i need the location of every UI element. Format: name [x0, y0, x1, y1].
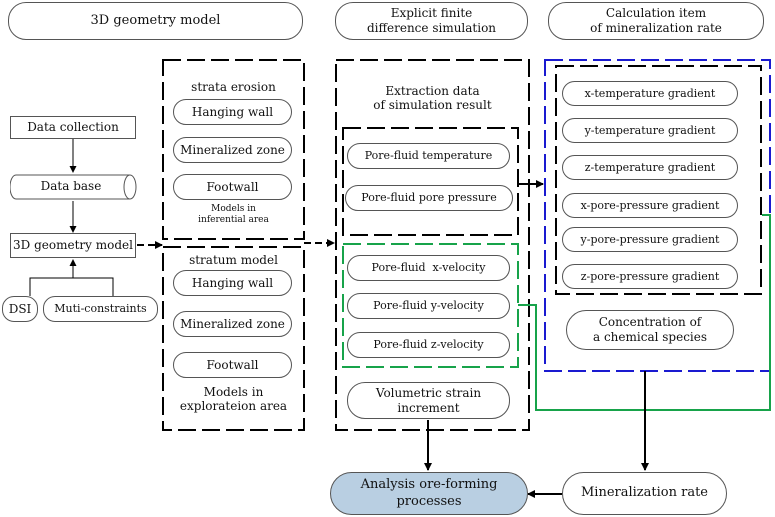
cylinder-shape	[10, 174, 137, 200]
gradient-label: z-pore-pressure gradient	[580, 269, 720, 283]
pore-fluid-z-velocity-box: Pore-fluid z-velocity	[347, 332, 510, 358]
volumetric-strain-box: Volumetric strain increment	[347, 382, 510, 419]
inferential-caption: Models in inferential area	[163, 204, 304, 226]
exploration-item-label: Footwall	[206, 357, 259, 372]
header-simulation-line1: Explicit finite	[390, 6, 473, 20]
exploration-item-hanging-wall: Hanging wall	[173, 270, 292, 296]
exploration-item-label: Hanging wall	[191, 275, 274, 290]
gradient-label: z-temperature gradient	[584, 160, 716, 174]
calculation-outer-frame	[544, 59, 771, 372]
header-simulation-line2: difference simulation	[366, 21, 497, 35]
inferential-item-label: Footwall	[206, 179, 259, 194]
pore-fluid-z-velocity-label: Pore-fluid z-velocity	[373, 338, 484, 352]
gradient-box-z-temperature: z-temperature gradient	[562, 155, 738, 180]
calculation-inner-frame	[555, 65, 762, 295]
gradient-box-y-pore-pressure: y-pore-pressure gradient	[562, 227, 738, 252]
dsi-box: DSI	[2, 296, 38, 322]
exploration-title: stratum model	[189, 253, 278, 267]
concentration-line2: a chemical species	[592, 330, 708, 344]
exploration-frame	[162, 246, 305, 431]
inferential-title: strata erosion	[191, 80, 276, 94]
inferential-frame	[162, 59, 305, 240]
gradient-label: y-temperature gradient	[584, 123, 716, 137]
data-base-label: Data base	[40, 179, 102, 193]
header-simulation: Explicit finite difference simulation	[335, 2, 528, 40]
inferential-caption-line2: inferential area	[198, 214, 269, 225]
extraction-title-line1: Extraction data	[385, 84, 480, 98]
inferential-item-label: Mineralized zone	[180, 142, 285, 157]
gradient-label: y-pore-pressure gradient	[580, 232, 720, 246]
concentration-line1: Concentration of	[598, 315, 702, 329]
exploration-item-mineralized-zone: Mineralized zone	[173, 311, 292, 337]
pore-fluid-x-velocity-label: Pore-fluid x-velocity	[371, 261, 486, 275]
gradient-label: x-temperature gradient	[584, 86, 716, 100]
header-calculation-line1: Calculation item	[605, 6, 707, 20]
geometry-model-label: 3D geometry model	[13, 238, 133, 252]
extraction-title: Extraction data of simulation result	[336, 84, 529, 113]
pore-fluid-y-velocity-box: Pore-fluid y-velocity	[347, 293, 510, 319]
volumetric-strain-line2: increment	[397, 400, 460, 415]
exploration-caption-line1: Models in	[203, 385, 264, 399]
header-geometry-model: 3D geometry model	[8, 2, 303, 40]
exploration-item-label: Mineralized zone	[180, 316, 285, 331]
pore-fluid-temperature-label: Pore-fluid temperature	[364, 149, 493, 163]
pore-fluid-x-velocity-box: Pore-fluid x-velocity	[347, 255, 510, 281]
pore-fluid-y-velocity-label: Pore-fluid y-velocity	[373, 299, 484, 313]
analysis-ore-forming-label: Analysis ore-forming processes	[360, 477, 498, 509]
data-collection-box: Data collection	[10, 116, 136, 139]
mineralization-rate-box: Mineralization rate	[562, 472, 727, 515]
header-calculation-line2: of mineralization rate	[590, 21, 722, 35]
extraction-frame	[342, 127, 519, 236]
dsi-label: DSI	[8, 301, 32, 316]
inferential-item-label: Hanging wall	[191, 104, 274, 119]
velocity-frame	[342, 243, 519, 368]
gradient-label: x-pore-pressure gradient	[580, 198, 720, 212]
exploration-caption-line2: explorateion area	[179, 399, 288, 414]
mineralization-rate-label: Mineralization rate	[580, 485, 708, 501]
gradient-box-x-pore-pressure: x-pore-pressure gradient	[562, 193, 738, 218]
data-base-cylinder: Data base	[10, 174, 138, 200]
constraints-box: Muti-constraints	[43, 296, 158, 322]
concentration-box: Concentration of a chemical species	[566, 310, 734, 350]
exploration-item-footwall: Footwall	[173, 352, 292, 378]
gradient-box-y-temperature: y-temperature gradient	[562, 118, 738, 143]
simulation-frame	[335, 59, 530, 431]
pore-fluid-pore-pressure-box: Pore-fluid pore pressure	[345, 185, 513, 211]
header-geometry-text: 3D geometry model	[90, 12, 221, 28]
exploration-caption: Models in explorateion area	[163, 385, 304, 414]
geometry-model-box: 3D geometry model	[10, 233, 136, 258]
header-calculation: Calculation item of mineralization rate	[548, 2, 764, 40]
pore-fluid-pore-pressure-label: Pore-fluid pore pressure	[361, 191, 497, 205]
gradient-box-x-temperature: x-temperature gradient	[562, 81, 738, 106]
analysis-ore-forming-box: Analysis ore-forming processes	[330, 472, 528, 515]
gradient-box-z-pore-pressure: z-pore-pressure gradient	[562, 264, 738, 289]
volumetric-strain-line1: Volumetric strain	[375, 385, 482, 400]
pore-fluid-temperature-box: Pore-fluid temperature	[347, 143, 510, 169]
inferential-caption-line1: Models in	[211, 204, 256, 214]
extraction-title-line2: of simulation result	[373, 98, 492, 113]
inferential-item-footwall: Footwall	[173, 174, 292, 200]
constraints-label: Muti-constraints	[54, 302, 147, 316]
inferential-item-mineralized-zone: Mineralized zone	[173, 137, 292, 163]
inferential-item-hanging-wall: Hanging wall	[173, 99, 292, 125]
data-collection-label: Data collection	[27, 120, 119, 134]
